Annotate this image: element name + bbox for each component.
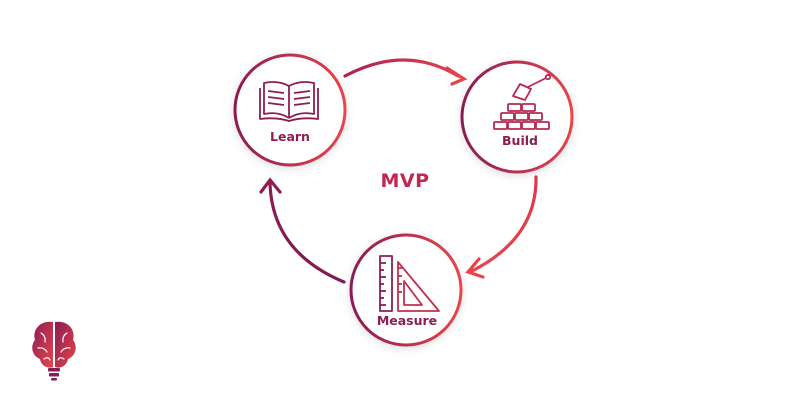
node-measure: Measure <box>349 233 463 347</box>
build-label: Build <box>502 133 538 148</box>
cycle-arrows <box>259 58 538 284</box>
node-build: Build <box>460 60 574 174</box>
arrow-learn-to-build-head <box>445 66 468 86</box>
arrow-measure-to-learn <box>268 181 346 284</box>
open-book-icon <box>259 81 319 122</box>
brain-lightbulb-icon <box>32 321 76 381</box>
trowel-bricks-icon <box>493 73 552 130</box>
measure-label: Measure <box>377 313 437 328</box>
center-label: MVP <box>380 170 429 192</box>
node-learn: Learn <box>233 53 347 167</box>
ruler-triangle-icon <box>379 255 440 312</box>
arrow-learn-to-build <box>343 58 460 78</box>
arrow-measure-to-learn-head <box>259 177 282 194</box>
arrow-build-to-measure-head <box>465 257 485 279</box>
learn-label: Learn <box>270 129 310 144</box>
arrow-build-to-measure <box>470 175 538 273</box>
